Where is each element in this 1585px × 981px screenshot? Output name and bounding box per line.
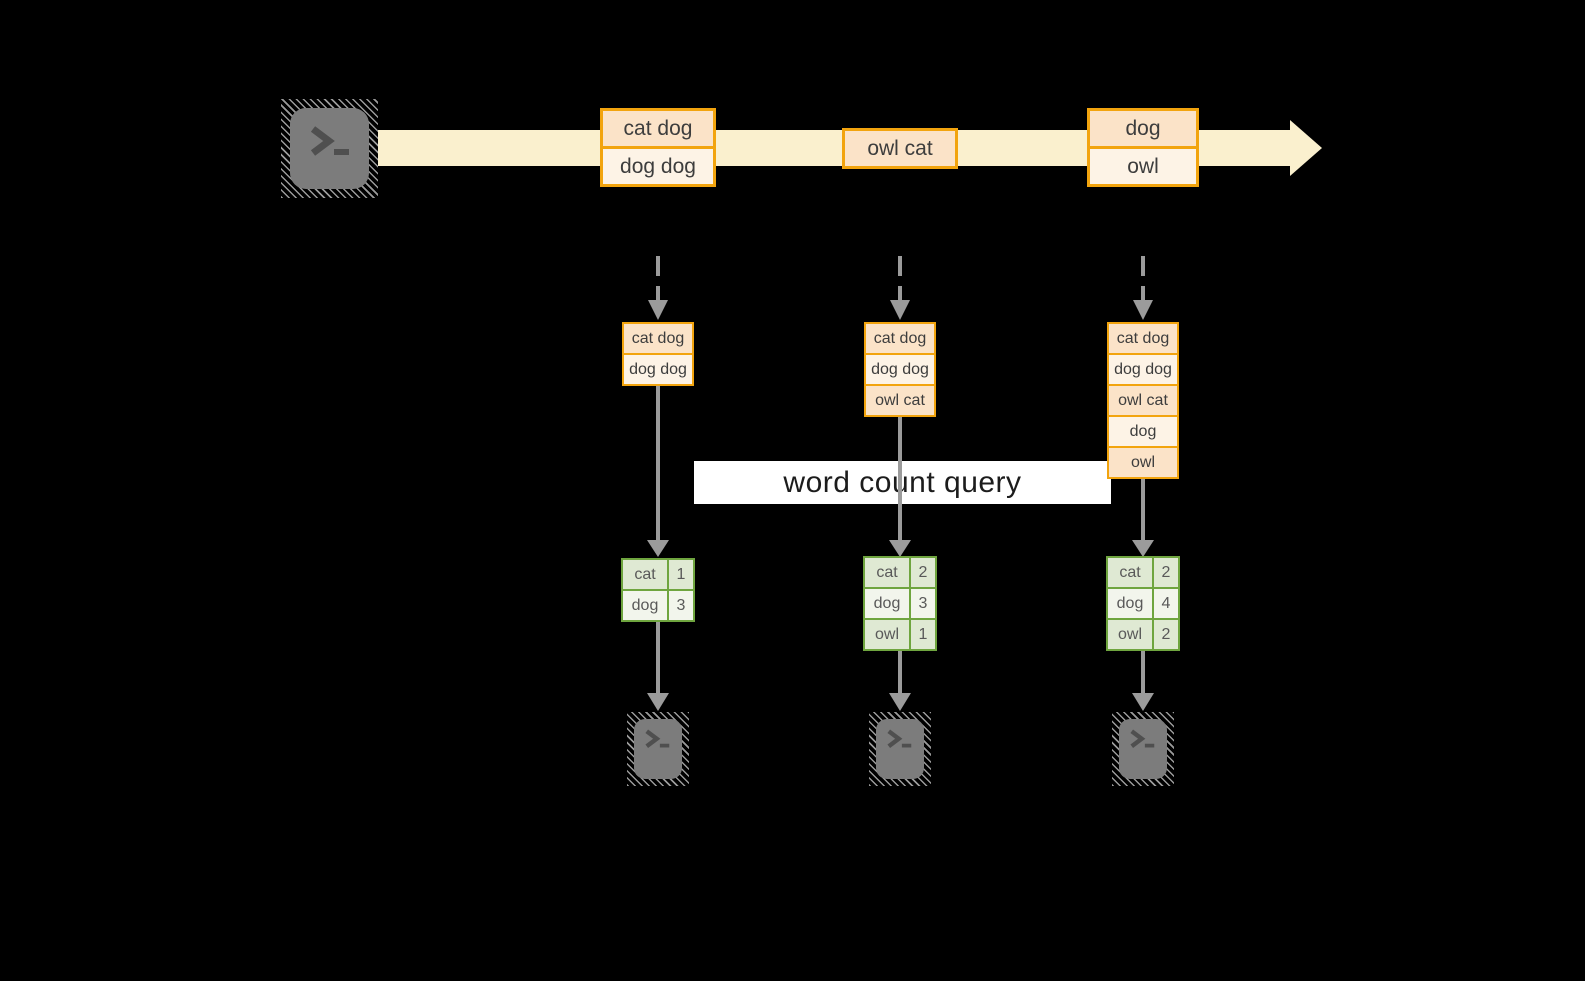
count-value: 3 [669,591,693,620]
output-terminal-icon-2 [869,712,931,786]
input-stack-3: cat dog dog dog owl cat dog owl [1107,322,1179,479]
output-terminal-icon-1 [627,712,689,786]
dashed-arrow-1-head [648,300,668,320]
record-cell: dog dog [866,355,934,384]
wire-output-2-head [889,693,911,711]
timeline-batch-1: cat dog dog dog [600,108,716,187]
query-banner: word count query [694,461,1111,504]
record-cell: dog [1090,111,1196,146]
wire-query-1-head [647,540,669,557]
source-terminal-icon [281,99,378,198]
terminal-prompt-icon [1130,729,1155,748]
output-terminal-icon-3 [1112,712,1174,786]
dashed-arrow-3-head [1133,300,1153,320]
wire-output-1-head [647,693,669,711]
record-cell: owl [1090,149,1196,184]
wire-output-3-head [1132,693,1154,711]
query-banner-label: word count query [783,465,1022,499]
record-cell: dog dog [624,355,692,384]
record-cell: cat dog [603,111,713,146]
stream-arrow-head [1290,120,1322,176]
input-stack-1: cat dog dog dog [622,322,694,386]
count-word: owl [1108,620,1152,649]
terminal-prompt-icon [310,126,349,156]
count-value: 3 [911,589,935,618]
count-table-2: cat 2 dog 3 owl 1 [863,556,937,651]
count-value: 1 [669,560,693,589]
input-stack-2: cat dog dog dog owl cat [864,322,936,417]
count-value: 2 [1154,558,1178,587]
timeline-batch-3: dog owl [1087,108,1199,187]
terminal-prompt-icon [887,729,912,748]
record-cell: cat dog [624,324,692,353]
count-word: dog [865,589,909,618]
count-table-3: cat 2 dog 4 owl 2 [1106,556,1180,651]
count-table-1: cat 1 dog 3 [621,558,695,622]
terminal-prompt-icon [645,729,670,748]
record-cell: cat dog [866,324,934,353]
wire-query-3-head [1132,540,1154,557]
wire-query-2-head [889,540,911,557]
count-value: 2 [1154,620,1178,649]
record-cell: owl cat [866,386,934,415]
terminal-icon-body [876,719,924,779]
count-word: cat [865,558,909,587]
record-cell: cat dog [1109,324,1177,353]
timeline-batch-2: owl cat [842,128,958,169]
count-word: owl [865,620,909,649]
dashed-arrow-2-head [890,300,910,320]
count-value: 1 [911,620,935,649]
count-word: cat [1108,558,1152,587]
count-word: cat [623,560,667,589]
terminal-icon-body [634,719,682,779]
record-cell: dog [1109,417,1177,446]
count-value: 2 [911,558,935,587]
count-word: dog [1108,589,1152,618]
count-word: dog [623,591,667,620]
record-cell: owl cat [845,131,955,166]
record-cell: owl cat [1109,386,1177,415]
record-cell: dog dog [603,149,713,184]
record-cell: dog dog [1109,355,1177,384]
terminal-icon-body [1119,719,1167,779]
terminal-icon-body [290,108,369,189]
record-cell: owl [1109,448,1177,477]
count-value: 4 [1154,589,1178,618]
